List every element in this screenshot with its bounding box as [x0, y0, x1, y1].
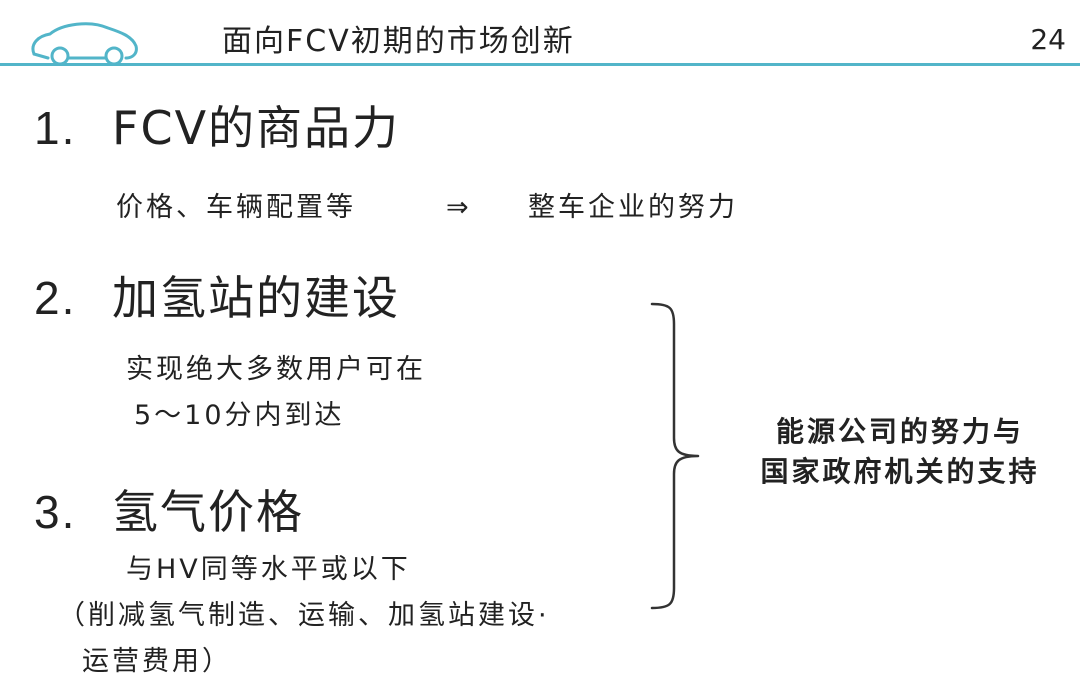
right-curly-brace-icon	[650, 302, 700, 610]
section-1-result: 整车企业的努力	[528, 192, 738, 223]
page-title: 面向FCV初期的市场创新	[222, 24, 575, 59]
section-1-heading: 1. FCV的商品力	[34, 100, 400, 156]
section-2-number: 2.	[34, 272, 77, 324]
section-1-detail: 价格、车辆配置等	[116, 192, 356, 223]
side-note: 能源公司的努力与 国家政府机关的支持	[740, 412, 1060, 492]
section-2-title: 加氢站的建设	[112, 271, 400, 325]
section-1-number: 1.	[34, 102, 77, 154]
side-note-line-2: 国家政府机关的支持	[760, 455, 1040, 488]
section-2-detail-1: 实现绝大多数用户可在	[126, 354, 426, 385]
header-divider	[0, 63, 1080, 66]
section-3-title: 氢气价格	[112, 485, 304, 539]
section-2-detail-2: 5～10分内到达	[134, 400, 345, 431]
section-3-number: 3.	[34, 486, 77, 538]
section-3-heading: 3. 氢气价格	[34, 484, 304, 540]
section-2-heading: 2. 加氢站的建设	[34, 270, 400, 326]
section-3-detail-1: 与HV同等水平或以下	[126, 554, 411, 585]
car-outline-icon	[31, 22, 138, 64]
side-note-line-1: 能源公司的努力与	[775, 415, 1024, 448]
page-number: 24	[1030, 23, 1066, 56]
section-3-detail-2: （削减氢气制造、运输、加氢站建设·	[58, 600, 550, 631]
implies-arrow: ⇒	[446, 192, 472, 223]
section-1-title: FCV的商品力	[112, 101, 401, 155]
section-3-detail-3: 运营费用）	[82, 646, 232, 677]
